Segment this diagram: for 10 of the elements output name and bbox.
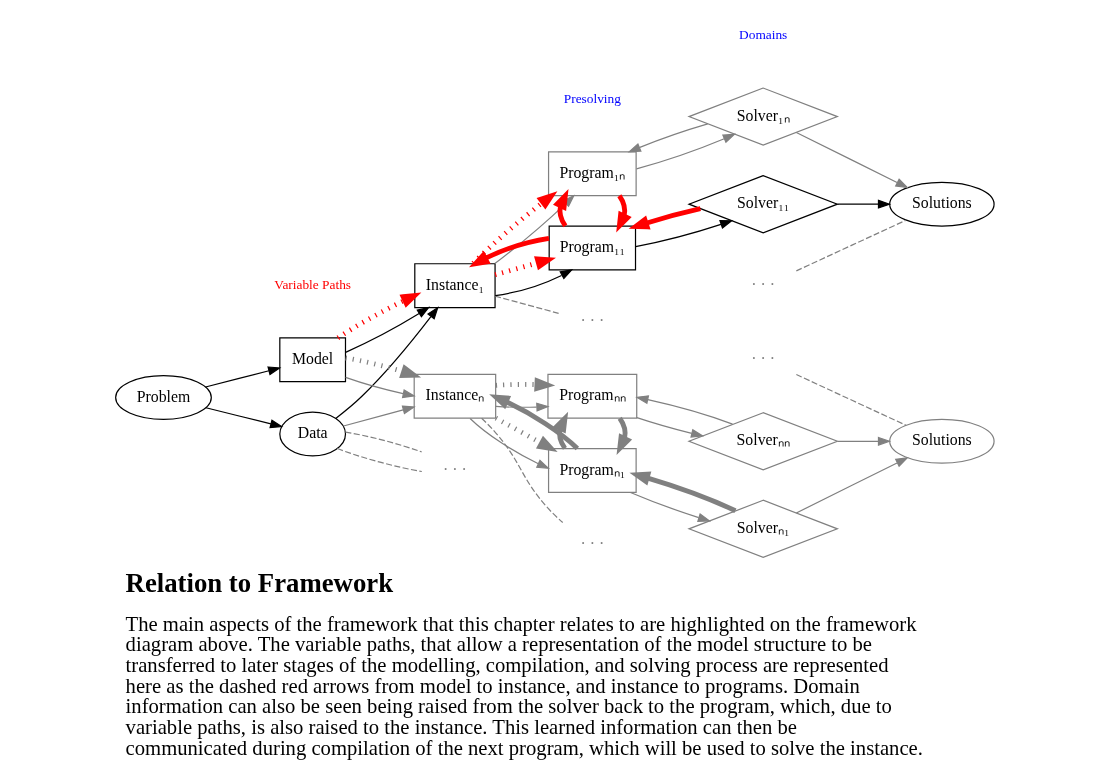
node-text: · · · [751, 349, 776, 367]
label: Variable Paths [274, 277, 352, 293]
diagram-title: Relation to Framework [125, 567, 394, 598]
node-text: · · · [580, 534, 605, 552]
node-text: · · · [443, 460, 467, 478]
label: Domains [739, 26, 788, 42]
label: Presolving [563, 90, 621, 106]
node-text: · · · [751, 275, 776, 293]
node-text: · · · [580, 312, 605, 330]
caption: The main aspects of the framework that this chapter relates to are highlighted on the framework diagram above. The variable paths, that allow a representation of the model structure to be transferred to later stages of the modelling, compilation, and solving process are represented here as the dashed red arrows from model to instance, and instance to programs. Domain information can also be seen being raised from the solver back to the program, which, due to variable paths, is also raised to the instance. This learned information can then be communicated during compilation of the next program, which will be used to solve the instance. [125, 612, 923, 759]
